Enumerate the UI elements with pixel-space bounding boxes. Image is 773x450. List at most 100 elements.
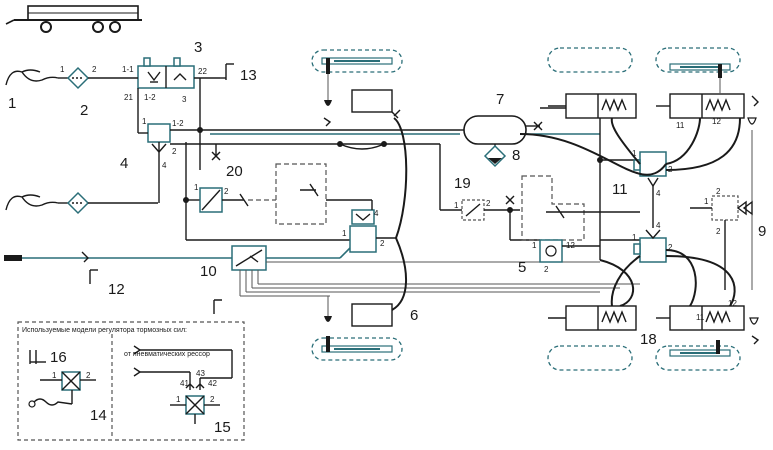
v3-port-3: 3 <box>182 95 187 104</box>
v4-port-12: 1-2 <box>172 119 184 128</box>
v19-port-2: 2 <box>486 199 491 208</box>
chamber-port-11: 11 <box>676 121 685 130</box>
label-7: 7 <box>496 91 504 108</box>
trailer-control-valve-3 <box>120 57 220 89</box>
legend-title: Используемые модели регулятора тормозных… <box>22 327 187 334</box>
chamber-port-11b: 11 <box>696 313 705 322</box>
label-4: 4 <box>120 155 128 172</box>
l14-port-1: 1 <box>52 371 57 380</box>
wheel-top-left <box>311 49 403 127</box>
v3-port-22: 22 <box>198 67 207 76</box>
spring-chamber-top-right <box>656 78 745 119</box>
spring-chamber-bottom-mid <box>548 305 637 331</box>
v20-port-2: 2 <box>224 187 229 196</box>
abs-control-unit-10 <box>231 245 640 297</box>
load-sensor-frame-left <box>275 163 327 225</box>
l15-port-42: 42 <box>208 379 217 388</box>
v3-port-21: 21 <box>124 93 133 102</box>
v5-port-2: 2 <box>544 265 549 274</box>
label-9: 9 <box>758 223 766 240</box>
tank-lines <box>460 107 640 260</box>
coupling-head-supply <box>5 194 59 211</box>
brake-chamber-top-left <box>351 89 401 119</box>
label-20: 20 <box>226 163 243 180</box>
wheel-bottom-mid <box>547 345 633 371</box>
v9-port-2: 2 <box>716 227 721 236</box>
spring-chamber-top-mid <box>548 93 637 119</box>
load-sensor-lever-left <box>300 183 319 197</box>
v11b-port-4: 4 <box>656 221 661 230</box>
label-16: 16 <box>50 349 67 366</box>
v3-port-12: 1-2 <box>144 93 156 102</box>
filter-port-in: 1 <box>60 65 65 74</box>
label-15: 15 <box>214 419 231 436</box>
load-sensor-lever-right <box>546 205 565 219</box>
relay-valve-left <box>326 199 396 253</box>
v20-port-1: 1 <box>194 183 199 192</box>
filter-port-out: 2 <box>92 65 97 74</box>
wheel-top-right <box>655 47 741 78</box>
coupling-head-control <box>5 69 59 86</box>
wheel-bottom-right <box>655 340 741 371</box>
rv-port-4: 4 <box>374 209 379 218</box>
label-18: 18 <box>640 331 657 348</box>
hose-left-top <box>393 117 408 239</box>
v11-port-1: 1 <box>632 149 637 158</box>
line-filter-bottom <box>58 191 158 215</box>
control-lines <box>170 78 462 241</box>
l15-port-43: 43 <box>196 369 205 378</box>
abs-sensor-right-top <box>747 95 759 290</box>
v5-port-1: 1 <box>532 241 537 250</box>
label-5: 5 <box>518 259 526 276</box>
supply-line <box>4 247 351 263</box>
handbrake-symbol-mid <box>213 299 222 314</box>
v9-port-1: 1 <box>704 197 709 206</box>
l15-port-2: 2 <box>210 395 215 404</box>
wheel-bottom-left <box>311 296 403 361</box>
v19-port-1: 1 <box>454 201 459 210</box>
legend-symbol-16 <box>29 350 46 364</box>
label-8: 8 <box>512 147 520 164</box>
v11b-port-2: 2 <box>668 243 673 252</box>
valve-19 <box>461 195 540 241</box>
label-2: 2 <box>80 102 88 119</box>
hoses-right <box>519 117 741 307</box>
label-1: 1 <box>8 95 16 112</box>
spring-chamber-bottom-right <box>656 305 745 331</box>
handbrake-symbol-13 <box>220 63 234 80</box>
label-11: 11 <box>612 181 628 198</box>
label-12: 12 <box>108 281 125 298</box>
wheel-top-mid <box>547 47 633 73</box>
l15-port-1: 1 <box>176 395 181 404</box>
valve-20 <box>199 187 276 213</box>
label-13: 13 <box>240 67 257 84</box>
label-6: 6 <box>410 307 418 324</box>
rv-port-2: 2 <box>380 239 385 248</box>
v4-port-1: 1 <box>142 117 147 126</box>
v5-port-12: 12 <box>566 241 575 250</box>
valve-9 <box>690 195 753 290</box>
rv-port-1: 1 <box>342 229 347 238</box>
v11-port-4: 4 <box>656 189 661 198</box>
handbrake-symbol-12 <box>89 269 98 284</box>
v4-port-2: 2 <box>172 147 177 156</box>
label-19: 19 <box>454 175 471 192</box>
v3-port-11: 1-1 <box>122 65 134 74</box>
valve-5 <box>539 239 600 263</box>
drain-filter-8 <box>483 144 507 168</box>
abs-sensor-right-bottom <box>749 317 760 345</box>
brake-chamber-bottom-left <box>351 303 393 327</box>
v11b-port-1: 1 <box>632 233 637 242</box>
l14-port-2: 2 <box>86 371 91 380</box>
air-reservoir-7 <box>463 115 543 150</box>
relay-valve-11-top <box>633 151 667 228</box>
legend-box <box>17 321 245 441</box>
label-10: 10 <box>200 263 217 280</box>
line-filter-top <box>58 66 120 90</box>
chamber-port-12: 12 <box>712 117 721 126</box>
pneumatic-note: от пневматических рессор <box>124 351 210 358</box>
v9-port-2b: 2 <box>716 187 721 196</box>
legend-regulator-14 <box>28 371 96 408</box>
